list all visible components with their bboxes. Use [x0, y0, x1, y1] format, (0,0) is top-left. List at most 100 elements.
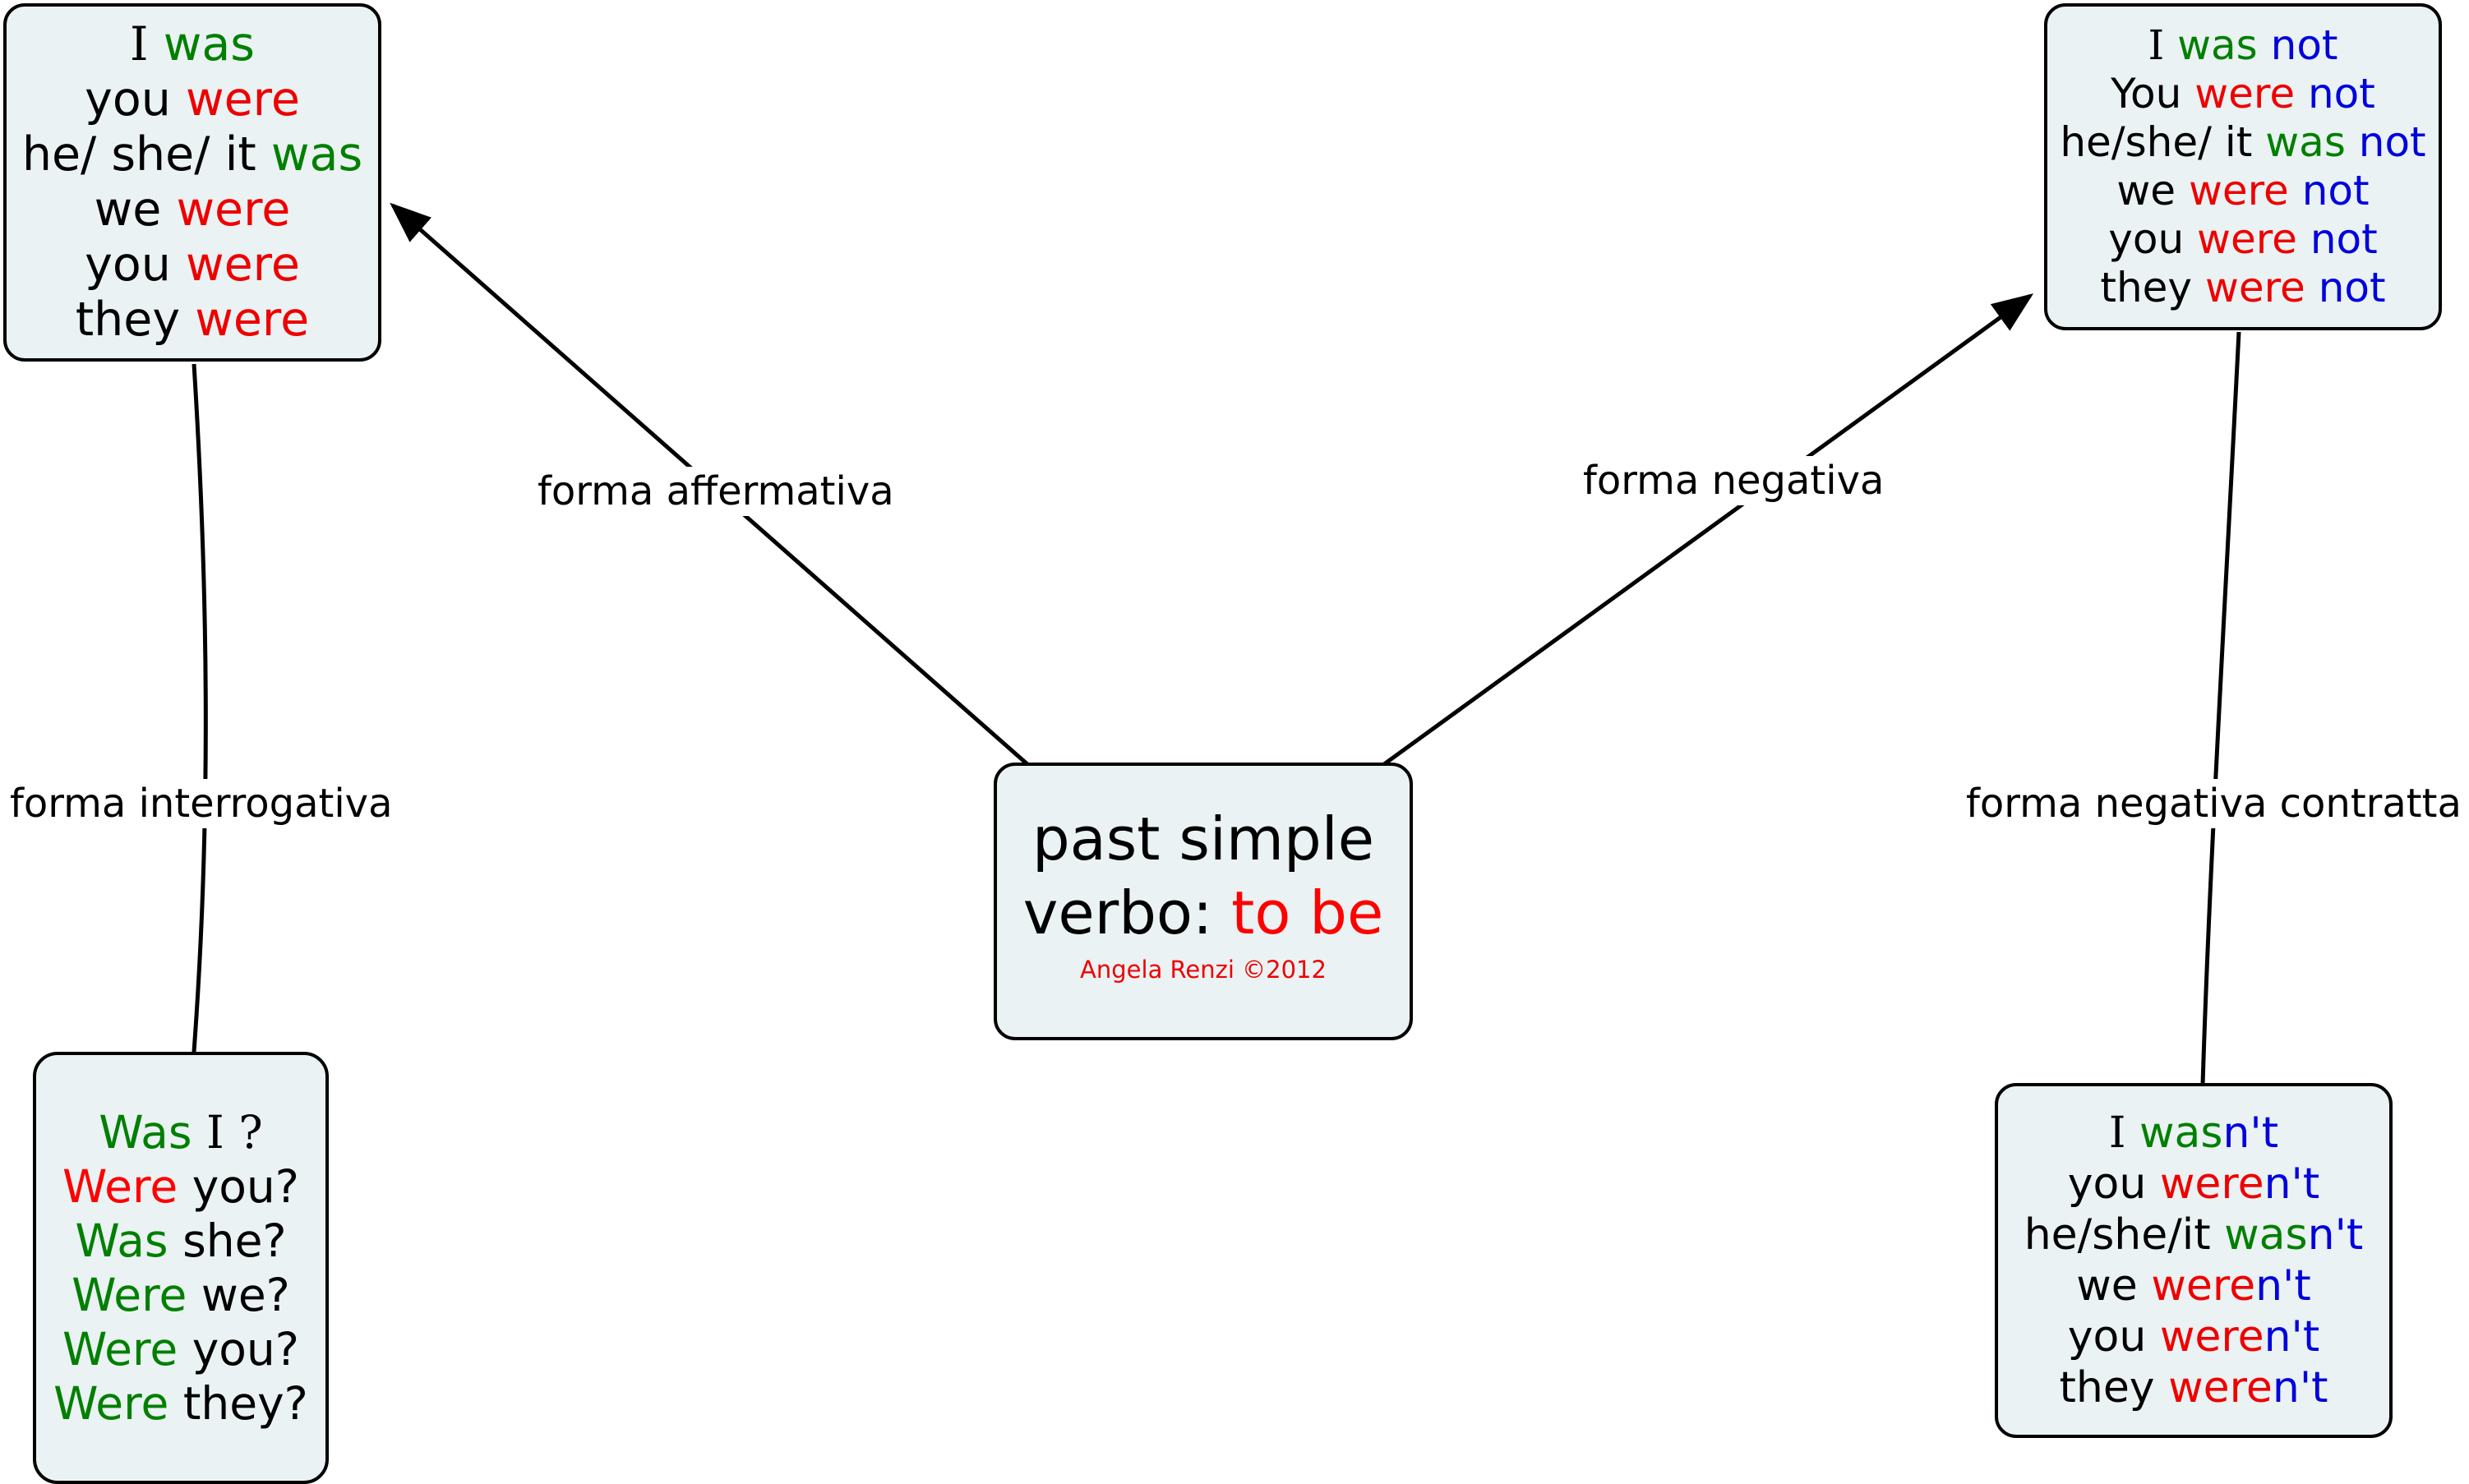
subject: they? [182, 1377, 308, 1430]
verb: Was [99, 1106, 192, 1159]
conjugation-line: Were they? [53, 1376, 308, 1431]
verb: was [163, 17, 255, 71]
center-title-prefix: verbo: [1022, 878, 1232, 947]
verb: were [185, 237, 300, 292]
negator: not [2270, 21, 2338, 69]
negator: not [2358, 118, 2426, 166]
conjugation-line: he/she/it wasn't [2024, 1210, 2364, 1260]
verb: were [2168, 1363, 2273, 1413]
edge-forma-negativa-contratta [2200, 331, 2241, 1085]
conjugation-line: they were not [2100, 264, 2385, 312]
edge-label-forma-interrogativa: forma interrogativa [5, 779, 398, 828]
conjugation-line: Was she? [75, 1214, 286, 1268]
subject: I [2148, 21, 2165, 69]
verb: were [2197, 215, 2297, 263]
verb: were [2204, 264, 2305, 311]
verb: were [2151, 1261, 2256, 1311]
subject: you? [192, 1160, 299, 1213]
conjugation-line: we weren't [2076, 1260, 2310, 1311]
verb: was [2265, 118, 2346, 166]
conjugation-line: Were you? [62, 1159, 299, 1214]
verb: Was [75, 1214, 168, 1267]
conjugation-line: you were [85, 72, 300, 127]
edge-label-forma-affermativa: forma affermativa [533, 467, 899, 516]
conjugation-line: I wasn't [2109, 1108, 2278, 1159]
conjugation-line: you weren't [2068, 1159, 2319, 1210]
node-forma-negativa[interactable]: I was not You were not he/she/ it was no… [2044, 3, 2442, 330]
subject: we [94, 182, 162, 237]
conjugation-line: I was not [2148, 21, 2337, 70]
verb: were [2188, 167, 2289, 214]
verb: were [176, 182, 291, 237]
subject: you [2067, 1159, 2147, 1209]
subject: you? [192, 1323, 299, 1376]
node-forma-negativa-contratta[interactable]: I wasn't you weren't he/she/it wasn't we… [1995, 1083, 2393, 1438]
conjugation-line: Was I ? [99, 1105, 262, 1159]
subject: you [2108, 215, 2185, 263]
center-title-verb: to be [1231, 878, 1384, 947]
subject: they [75, 293, 181, 347]
verb: Were [62, 1323, 178, 1376]
center-title-line-1: past simple [1031, 804, 1375, 873]
edge-forma-interrogativa [192, 363, 208, 1053]
verb: were [2159, 1312, 2264, 1362]
subject: we? [201, 1269, 290, 1321]
negator: not [2301, 167, 2370, 214]
subject: he/she/ it [2060, 118, 2253, 166]
node-forma-interrogativa[interactable]: Was I ? Were you? Was she? Were we? Were… [33, 1052, 329, 1484]
conjugation-line: Were you? [62, 1322, 299, 1376]
subject: he/ she/ it [21, 127, 256, 182]
verb: Were [53, 1377, 169, 1430]
verb: were [185, 72, 300, 127]
conjugation-line: you were not [2108, 215, 2377, 264]
subject: I [2108, 1108, 2126, 1158]
negator: n't [2255, 1261, 2311, 1311]
verb: were [2159, 1159, 2264, 1209]
subject: they [2100, 264, 2193, 311]
conjugation-line: you weren't [2068, 1311, 2319, 1362]
conjugation-line: we were [95, 182, 291, 237]
negator: n't [2272, 1363, 2328, 1413]
negator: n't [2222, 1108, 2279, 1158]
negator: not [2307, 70, 2375, 118]
negator: n't [2264, 1159, 2320, 1209]
author-credit: Angela Renzi ©2012 [1080, 956, 1327, 984]
subject: You [2111, 70, 2182, 118]
conjugation-line: he/ she/ it was [22, 127, 362, 182]
subject: you [85, 237, 171, 292]
verb: was [2139, 1108, 2223, 1158]
verb: was [270, 127, 363, 182]
verb: was [2224, 1210, 2308, 1260]
subject: we [2076, 1261, 2138, 1311]
verb: was [2177, 21, 2258, 69]
verb: Were [62, 1160, 178, 1213]
negator: n't [2307, 1210, 2364, 1260]
subject: you [2067, 1312, 2147, 1362]
conjugation-line: we were not [2116, 167, 2369, 215]
conjugation-line: You were not [2111, 70, 2375, 118]
conjugation-line: they were [76, 293, 309, 348]
node-center-topic[interactable]: past simple verbo: to be Angela Renzi ©2… [994, 763, 1413, 1040]
center-title-line-2: verbo: to be [1023, 876, 1384, 950]
conjugation-line: he/she/ it was not [2060, 118, 2425, 167]
edge-forma-negativa [1382, 293, 2034, 767]
subject: I ? [206, 1106, 263, 1159]
subject: you [85, 72, 171, 127]
conjugation-line: you were [85, 237, 300, 293]
negator: n't [2264, 1312, 2320, 1362]
edge-label-forma-negativa-contratta: forma negativa contratta [1961, 779, 2467, 828]
subject: she? [182, 1214, 287, 1267]
verb: Were [72, 1269, 187, 1321]
subject: I [130, 17, 149, 71]
negator: not [2310, 215, 2378, 263]
node-forma-affermativa[interactable]: I was you were he/ she/ it was we were y… [3, 3, 381, 362]
edge-label-forma-negativa: forma negativa [1578, 456, 1890, 505]
conjugation-line: Were we? [72, 1268, 290, 1322]
subject: he/she/it [2024, 1210, 2211, 1260]
negator: not [2318, 264, 2386, 311]
subject: they [2059, 1363, 2155, 1413]
verb: were [195, 293, 310, 347]
conjugation-line: they weren't [2059, 1362, 2328, 1413]
conjugation-line: I was [130, 17, 255, 72]
